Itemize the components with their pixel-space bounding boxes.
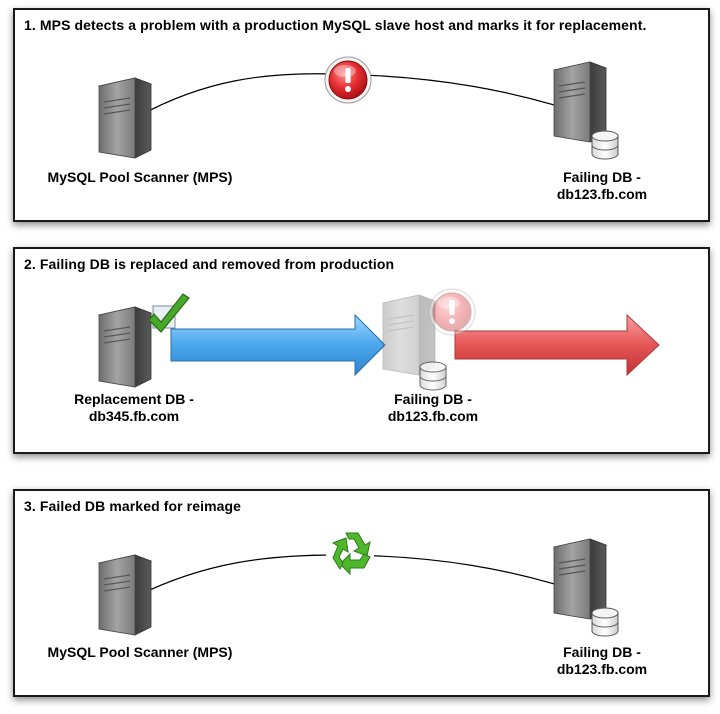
step-2-panel: 2. Failing DB is replaced and removed fr… (13, 247, 710, 454)
failing-db-label-line1: Failing DB - (563, 169, 641, 185)
failing-db-server-icon (553, 538, 607, 620)
mps-label: MySQL Pool Scanner (MPS) (47, 169, 233, 185)
database-disks-icon (419, 361, 447, 391)
database-disks-icon (591, 130, 619, 160)
failing-db-server-icon (382, 294, 436, 376)
exclamation-warning-icon (324, 56, 372, 104)
mps-label: MySQL Pool Scanner (MPS) (47, 644, 233, 660)
failing-db-server-icon (553, 61, 607, 143)
mps-server-icon (98, 77, 152, 159)
database-disks-icon (591, 607, 619, 637)
failing-db-label-line1: Failing DB - (394, 391, 472, 407)
step-3-title: 3. Failed DB marked for reimage (24, 498, 242, 514)
red-arrow-icon (454, 313, 660, 377)
failing-db-label-line2: db123.fb.com (556, 661, 648, 677)
step-1-panel: 1. MPS detects a problem with a producti… (13, 8, 710, 222)
connector-line (138, 73, 596, 119)
step-1-title: 1. MPS detects a problem with a producti… (24, 17, 647, 33)
arrow-head (585, 111, 595, 121)
check-mark-icon (148, 293, 190, 333)
connector-line (138, 554, 596, 598)
failing-db-label-line2: db123.fb.com (387, 408, 479, 424)
replacement-db-server-icon (98, 306, 152, 388)
recycle-icon (326, 529, 374, 577)
step-3-panel: 3. Failed DB marked for reimage MySQL Po… (13, 489, 710, 697)
arrow-head (585, 590, 595, 600)
replacement-db-label-line2: db345.fb.com (88, 408, 180, 424)
mps-server-icon (98, 554, 152, 636)
step-2-title: 2. Failing DB is replaced and removed fr… (24, 256, 395, 272)
failing-db-label-line2: db123.fb.com (556, 186, 648, 202)
blue-arrow-icon (170, 313, 386, 377)
replacement-db-label-line1: Replacement DB - (74, 391, 194, 407)
failing-db-label-line1: Failing DB - (563, 644, 641, 660)
exclamation-warning-icon (428, 288, 476, 336)
